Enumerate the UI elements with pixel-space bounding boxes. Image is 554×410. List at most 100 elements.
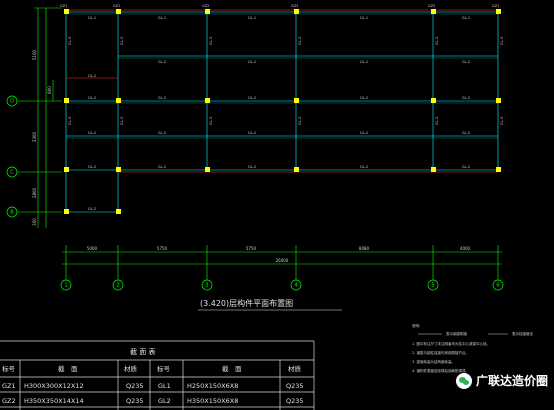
left-dim-2: 3300 (32, 131, 37, 142)
table-title: 截 面 表 (130, 347, 155, 356)
column-axis-6: 6 (496, 283, 499, 289)
beam-label: GL-1 (248, 16, 256, 20)
column-tag: GZ1 (113, 4, 120, 8)
column-axis-1: 1 (64, 283, 67, 289)
bay-dim-5: 4000 (460, 246, 471, 251)
table-header: 截 面 (58, 364, 78, 373)
table-cell: GZ2 (2, 397, 16, 405)
row-axis-markers: D C B (6, 95, 34, 218)
beam-label: GL-2 (158, 60, 166, 64)
beam-label: GL-3 (298, 37, 302, 45)
bay-dim-4: 8080 (359, 246, 370, 251)
bay-dim-3: 5750 (246, 246, 257, 251)
total-dim: 26000 (276, 258, 289, 263)
column-axis-markers: 1 2 3 4 5 6 (60, 279, 504, 291)
table-cell: Q235 (286, 382, 304, 390)
beam-label: GL-2 (360, 60, 368, 64)
beam-label: GL-2 (248, 60, 256, 64)
beam-label: GL-2 (88, 165, 96, 169)
wechat-logo-icon (455, 372, 472, 389)
beam-label: GL-2 (248, 131, 256, 135)
bottom-dimension-texts: 5000 5750 5750 8080 4000 26000 (87, 246, 471, 263)
beam-label: GL-1 (88, 16, 96, 20)
beam-label: GL-1 (360, 16, 368, 20)
column-axis-4: 4 (294, 283, 297, 289)
left-dimension-lines (34, 7, 62, 228)
beam-label: GL-2 (158, 165, 166, 169)
columns (64, 9, 501, 214)
beam-label: GL-2 (462, 60, 470, 64)
beam-label: GL-3 (500, 117, 504, 125)
beam-label: GL-2 (462, 165, 470, 169)
left-dim-4: 300 (32, 218, 37, 226)
beam-label: GL-3 (435, 37, 439, 45)
beam-label: GL-2 (360, 131, 368, 135)
column-tag: GZ2 (428, 4, 435, 8)
section-table (0, 340, 315, 410)
table-cell: Q235 (126, 397, 144, 405)
beam-label: GL-2 (88, 74, 96, 78)
beam-label: GL-3 (209, 37, 213, 45)
table-header: 材质 (288, 364, 302, 373)
beam-label: GL-3 (500, 37, 504, 45)
beam-label: GL-2 (248, 96, 256, 100)
table-cell: H250X150X6X8 (187, 382, 238, 390)
bay-dim-1: 5000 (87, 246, 98, 251)
table-cell: H350X350X14X14 (24, 397, 84, 405)
bay-dim-2: 5750 (157, 246, 168, 251)
beam-label: GL-2 (88, 131, 96, 135)
table-header: 标号 (157, 364, 171, 373)
table-cell: H350X150X6X8 (187, 397, 238, 405)
left-dimension-texts: 5100 3300 2800 300 800 (32, 49, 52, 225)
beam-label: GL-2 (360, 96, 368, 100)
beam-label: GL-2 (360, 165, 368, 169)
structural-grid (65, 11, 499, 213)
note-item: 4. 钢构件表面应除锈后涂刷防锈漆。 (412, 368, 469, 373)
beam-label: GL-1 (158, 16, 166, 20)
table-cell: GL2 (158, 397, 171, 405)
drawing-title: (3.420)层构件平面布置图 (200, 298, 293, 308)
note-item: 1. 图中标注尺寸未注明者均为柱中心或梁中心线。 (412, 341, 490, 346)
section-table-text: 截 面 表 标号 截 面 材质 标号 截 面 材质 GZ1 H300X300X1… (2, 347, 304, 405)
beam-label: GL-3 (209, 117, 213, 125)
beam-label: GL-3 (435, 117, 439, 125)
left-dim-inner: 800 (47, 86, 52, 94)
table-cell: Q235 (126, 382, 144, 390)
row-axis-B-label: B (10, 210, 14, 216)
table-header: 截 面 (222, 364, 242, 373)
note-item: 2. 钢梁与钢柱连接均采用刚接节点。 (412, 350, 469, 355)
beam-label: GL-3 (120, 37, 124, 45)
legend-item: 表示铰接做法 (512, 331, 533, 336)
row-axis-D-label: D (10, 99, 14, 105)
column-axis-3: 3 (205, 283, 208, 289)
beam-label: GL-2 (88, 96, 96, 100)
beam-label: GL-2 (462, 131, 470, 135)
watermark: 广联达造价圈 (455, 372, 548, 389)
column-axis-2: 2 (116, 283, 119, 289)
legend-item: 表示钢梁刚接 (446, 331, 467, 336)
beam-label: GL-3 (68, 117, 72, 125)
table-header: 标号 (2, 364, 16, 373)
beam-label: GL-2 (248, 165, 256, 169)
column-axis-5: 5 (431, 283, 434, 289)
row-axis-C-label: C (10, 170, 14, 176)
table-cell: Q235 (286, 397, 304, 405)
column-tag: GZ1 (60, 4, 67, 8)
notes-heading: 说明: (412, 323, 420, 328)
column-tag: GZ2 (202, 4, 209, 8)
table-header: 材质 (124, 364, 138, 373)
beam-label: GL-2 (462, 96, 470, 100)
notes-block: 说明: 表示钢梁刚接 表示铰接做法 1. 图中标注尺寸未注明者均为柱中心或梁中心… (412, 323, 533, 373)
left-dim-1: 5100 (32, 49, 37, 60)
beam-label: GL-2 (158, 96, 166, 100)
beam-label: GL-1 (462, 16, 470, 20)
watermark-text: 广联达造价圈 (475, 374, 548, 388)
note-item: 3. 梁面标高为结构面标高。 (412, 359, 455, 364)
column-tag: GZ1 (492, 4, 499, 8)
table-cell: GL1 (158, 382, 171, 390)
column-tag: GZ2 (291, 4, 298, 8)
bottom-dimension-lines (62, 245, 502, 280)
beam-label: GL-2 (88, 207, 96, 211)
left-dim-3: 2800 (32, 187, 37, 198)
